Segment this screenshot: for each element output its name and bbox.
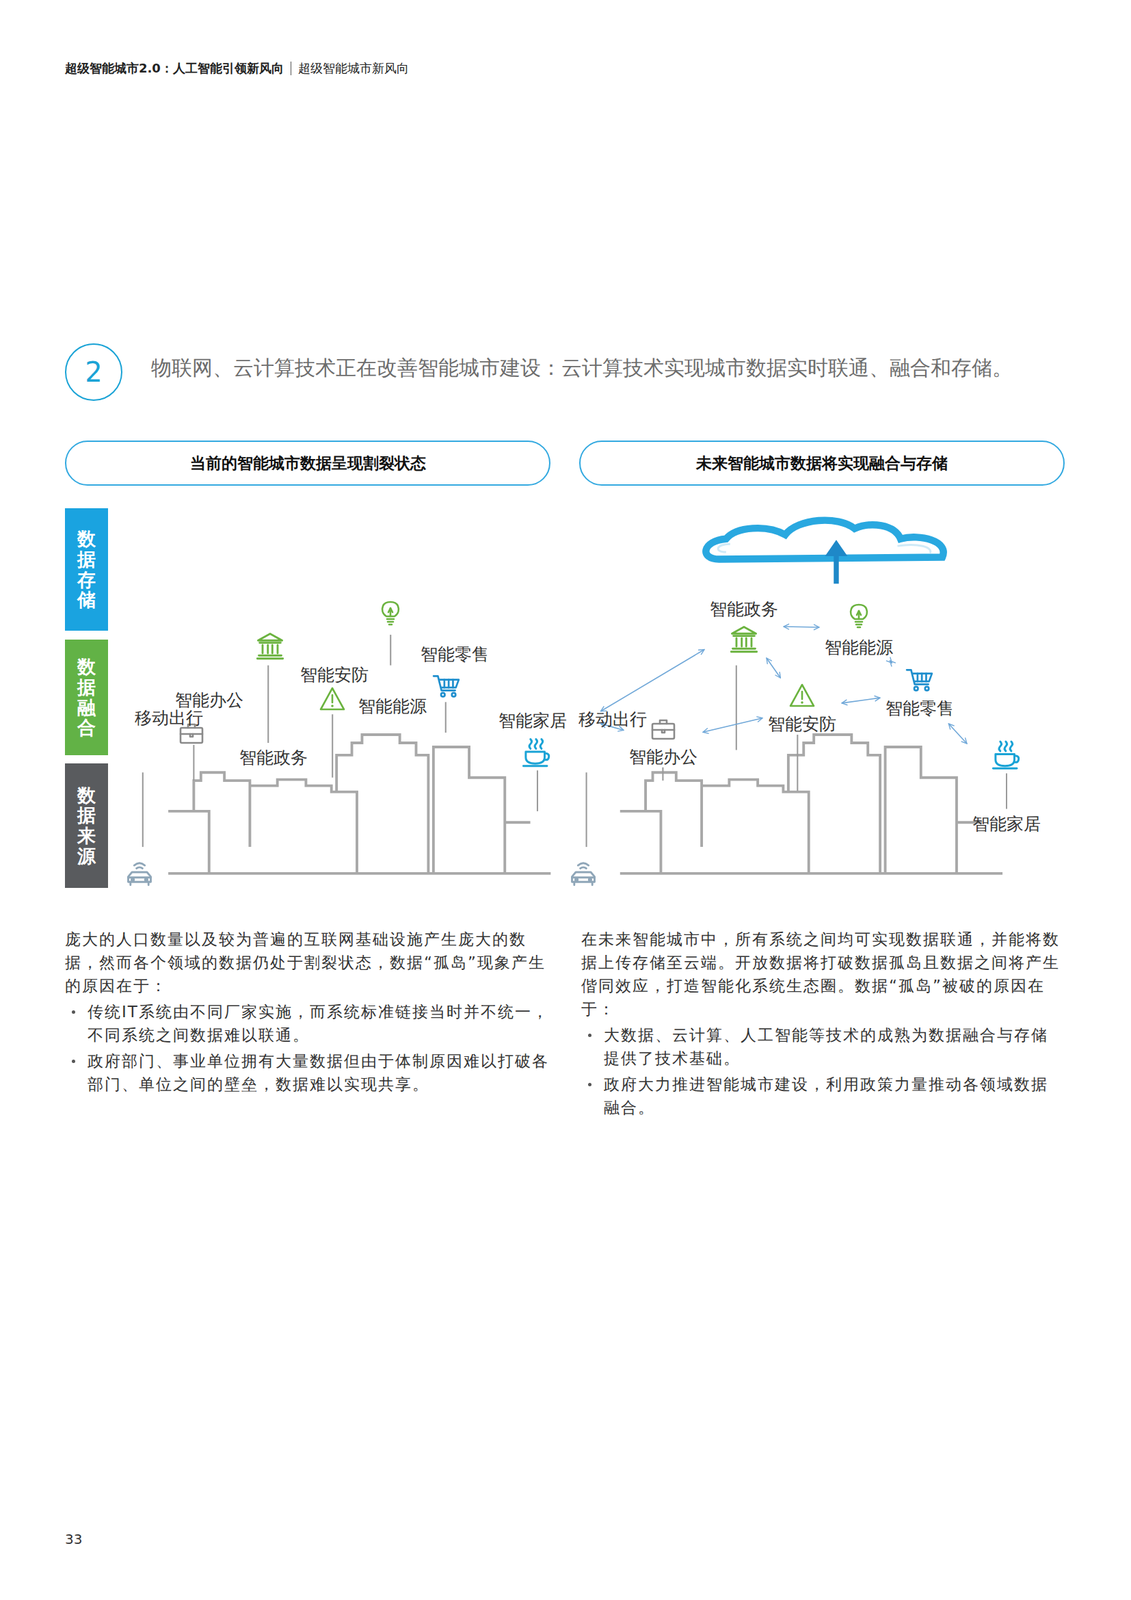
mobility-node: 移动出行 <box>575 708 599 731</box>
tri-icon <box>787 681 818 710</box>
upload-arrow <box>833 553 839 584</box>
callout-number: 2 <box>84 356 102 388</box>
bulb-icon <box>845 596 873 633</box>
section-header-box: 未来智能城市数据将实现融合与存储 <box>579 440 1065 486</box>
bullet-item: 大数据、云计算、人工智能等技术的成熟为数据融合与存储提供了技术基础。 <box>581 1022 1064 1070</box>
bullet-item: 政府部门、事业单位拥有大量数据但由于体制原因难以打破各部门、单位之间的壁垒，数据… <box>64 1048 554 1096</box>
separator <box>290 61 292 76</box>
bullet-dot <box>71 1009 76 1014</box>
text-column: 庞大的人口数量以及较为普遍的互联网基础设施产生庞大的数据，然而各个领域的数据仍处… <box>64 927 554 1096</box>
leader-line <box>1005 773 1008 809</box>
band-text: 数据融合 <box>77 656 96 738</box>
brief-icon <box>176 718 207 747</box>
diagram-label: 移动出行 <box>134 708 152 728</box>
diagram-label: 智能安防 <box>300 663 369 686</box>
diagram-label-text: 智能能源 <box>358 696 427 716</box>
car-icon <box>124 856 155 887</box>
bullet-dot <box>588 1082 592 1086</box>
node-label: 智能办公 <box>629 745 698 768</box>
data-link-arrow <box>702 717 763 733</box>
band-text: 数据来源 <box>77 784 96 867</box>
bulb-icon <box>376 594 405 630</box>
diagram-label-text: 智能办公 <box>175 689 244 710</box>
cart-icon <box>903 664 936 694</box>
node-label: 智能能源 <box>824 635 894 659</box>
cloud <box>705 520 943 560</box>
running-title: 超级智能城市2.0：人工智能引领新风向 <box>64 60 284 77</box>
bank-icon <box>728 623 760 654</box>
system-node: 智能安防 <box>765 680 840 737</box>
paragraph: 庞大的人口数量以及较为普遍的互联网基础设施产生庞大的数据，然而各个领域的数据仍处… <box>64 927 554 997</box>
diagram-label: 智能能源 <box>358 694 427 718</box>
data-link-arrow <box>766 657 781 678</box>
cart-icon <box>430 670 463 700</box>
diagram-label-text: 智能政务 <box>239 747 308 768</box>
bullet-item: 传统IT系统由不同厂家实施，而系统标准链接当时并不统一，不同系统之间数据难以联通… <box>64 999 554 1047</box>
data-link-arrow <box>889 660 892 663</box>
brief-icon <box>648 714 679 742</box>
cup-icon <box>990 738 1023 770</box>
node-label: 智能政务 <box>709 597 779 621</box>
system-node: 智能能源 <box>821 595 896 660</box>
system-node: 智能办公 <box>626 713 701 770</box>
page-number-text: 33 <box>64 1530 83 1547</box>
node-label: 智能零售 <box>885 696 954 720</box>
band-text: 数据存储 <box>77 528 96 610</box>
upload-arrowhead <box>825 539 848 556</box>
data-link-arrow <box>948 723 967 744</box>
cloud-inner <box>717 543 931 553</box>
diagram-label-text: 智能安防 <box>300 664 369 685</box>
tri-icon <box>317 685 348 713</box>
diagram-label: 智能政务 <box>239 746 308 769</box>
node-label: 移动出行 <box>578 709 596 729</box>
header-text: 未来智能城市数据将实现融合与存储 <box>696 452 948 474</box>
data-link-arrow <box>601 723 625 731</box>
running-subtitle: 超级智能城市新风向 <box>298 60 409 77</box>
heading-text: 物联网、云计算技术正在改善智能城市建设：云计算技术实现城市数据实时联通、融合和存… <box>151 355 1013 380</box>
bullet-text: 大数据、云计算、人工智能等技术的成熟为数据融合与存储提供了技术基础。 <box>603 1022 1064 1070</box>
data-link-arrow <box>783 625 820 628</box>
bullet-dot <box>71 1059 76 1063</box>
section-header-box: 当前的智能城市数据呈现割裂状态 <box>64 440 551 486</box>
diagram-label-text: 智能零售 <box>420 644 489 664</box>
text-column: 在未来智能城市中，所有系统之间均可实现数据联通，并能将数据上传存储至云端。开放数… <box>581 927 1064 1119</box>
paragraph-text: 在未来智能城市中，所有系统之间均可实现数据联通，并能将数据上传存储至云端。开放数… <box>581 929 1060 1018</box>
node-label: 智能家居 <box>972 812 1041 835</box>
header-text: 当前的智能城市数据呈现割裂状态 <box>190 452 427 474</box>
bullet-text: 传统IT系统由不同厂家实施，而系统标准链接当时并不统一，不同系统之间数据难以联通… <box>87 999 554 1047</box>
running-header: 超级智能城市2.0：人工智能引领新风向超级智能城市新风向 <box>64 60 409 77</box>
data-link-arrow <box>841 697 881 703</box>
diagram-label-text: 移动出行 <box>134 708 152 728</box>
node-label: 智能安防 <box>767 712 837 736</box>
layer-band: 数据来源 <box>64 763 109 888</box>
car-icon <box>568 856 599 887</box>
page-number: 33 <box>64 1530 83 1547</box>
diagram-label: 智能零售 <box>420 642 489 666</box>
diagram-label-text: 智能家居 <box>498 710 567 731</box>
system-node: 智能家居 <box>969 737 1044 837</box>
bullet-item: 政府大力推进智能城市建设，利用政策力量推动各领域数据融合。 <box>581 1072 1064 1119</box>
data-link-arrow <box>601 649 705 712</box>
bullet-dot <box>588 1033 592 1037</box>
bank-icon <box>255 630 286 661</box>
skyline <box>620 734 1003 874</box>
leader-lines <box>142 634 798 847</box>
bullet-text: 政府大力推进智能城市建设，利用政策力量推动各领域数据融合。 <box>603 1072 1064 1119</box>
paragraph-text: 庞大的人口数量以及较为普遍的互联网基础设施产生庞大的数据，然而各个领域的数据仍处… <box>64 929 546 995</box>
skyline <box>168 734 551 874</box>
layer-band: 数据融合 <box>64 639 109 755</box>
section-heading: 物联网、云计算技术正在改善智能城市建设：云计算技术实现城市数据实时联通、融合和存… <box>151 354 1013 383</box>
system-node: 智能政务 <box>707 596 781 656</box>
system-node: 智能零售 <box>882 663 957 721</box>
number-circle: 2 <box>64 343 123 401</box>
layer-band: 数据存储 <box>64 508 109 631</box>
diagram-label: 智能家居 <box>498 709 567 732</box>
paragraph: 在未来智能城市中，所有系统之间均可实现数据联通，并能将数据上传存储至云端。开放数… <box>581 927 1064 1021</box>
cup-icon <box>521 735 553 768</box>
diagram-label: 智能办公 <box>175 688 244 712</box>
bullet-text: 政府部门、事业单位拥有大量数据但由于体制原因难以打破各部门、单位之间的壁垒，数据… <box>87 1048 554 1096</box>
